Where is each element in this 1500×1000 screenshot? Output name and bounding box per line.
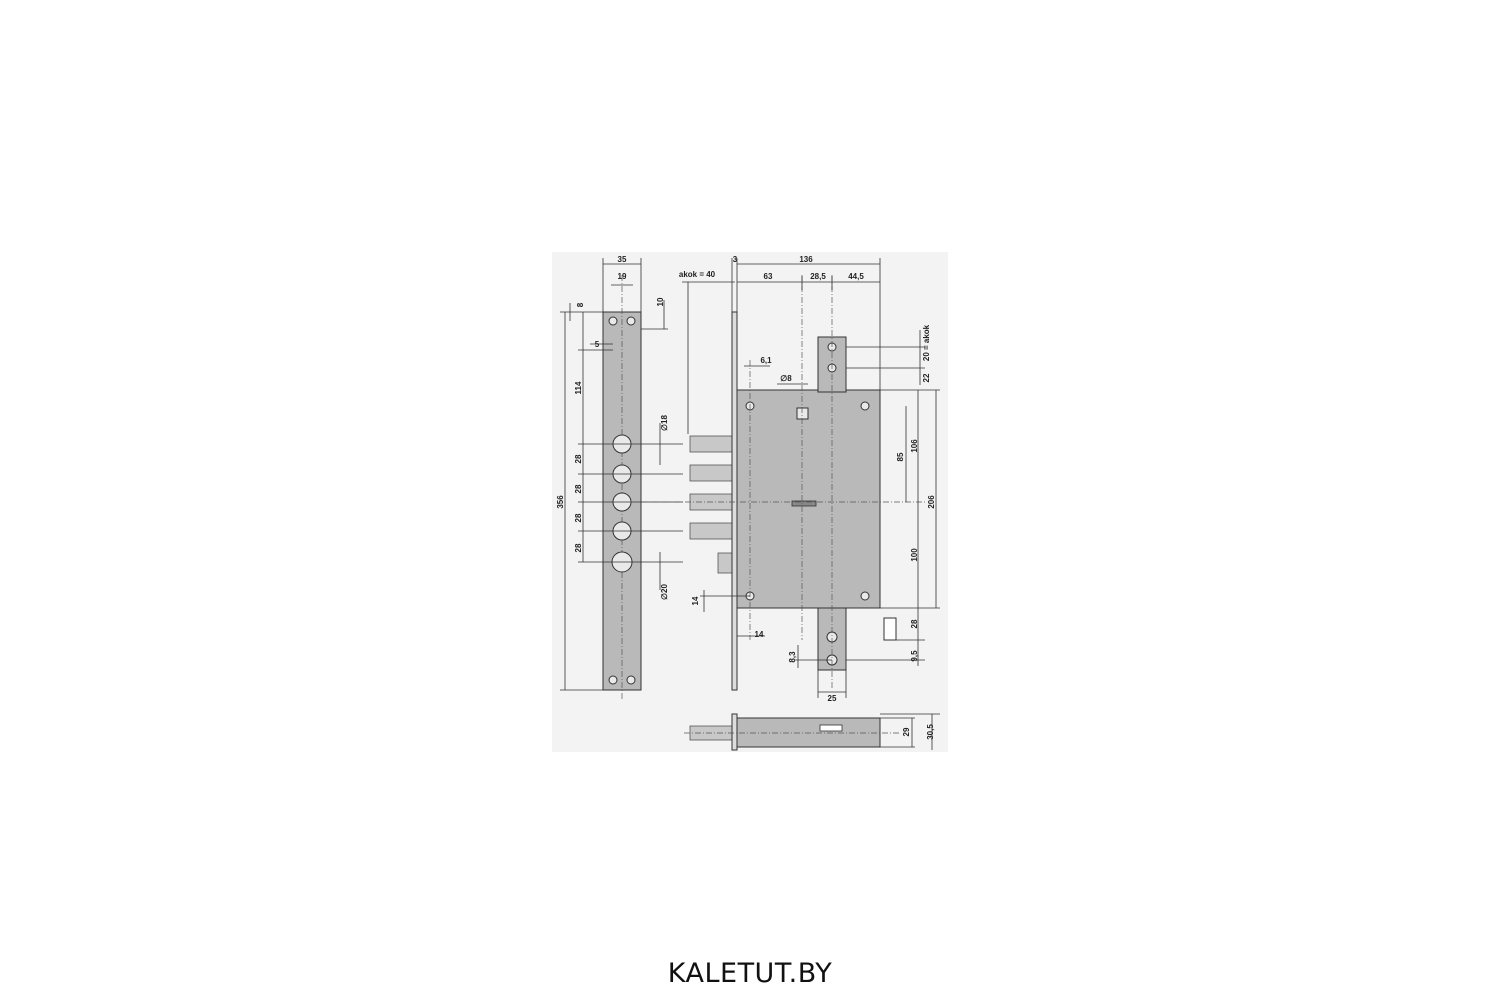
dim-case-right: 44,5	[848, 272, 864, 281]
lock-case	[736, 389, 881, 609]
screw-hole-top-left	[608, 316, 618, 326]
case-screw-top-right	[860, 401, 870, 411]
screw-hole-top-right	[626, 316, 636, 326]
dim-case-mid: 28,5	[810, 272, 826, 281]
lock-case-view	[630, 258, 940, 698]
dim-bolt-pitch-3: 28	[574, 513, 583, 522]
dim-top-strap-gap: 22	[922, 373, 931, 382]
dim-bolt-pitch-4: 28	[574, 543, 583, 552]
dim-spindle-offset: 6,1	[760, 356, 772, 365]
side-case	[736, 717, 881, 748]
dim-hole-offset-right: 10	[656, 297, 665, 306]
dim-strap-hole-dia: 8,3	[788, 651, 797, 663]
dim-side-29: 29	[902, 727, 911, 736]
dim-lower-left-14a: 14	[691, 596, 700, 605]
screw-hole-bottom-left	[608, 675, 618, 685]
faceplate-view	[560, 258, 683, 700]
side-slot	[819, 724, 843, 732]
screw-hole-bottom-right	[626, 675, 636, 685]
bolt-2	[689, 464, 733, 482]
bolt-1	[689, 435, 733, 453]
case-screw-bottom-right	[860, 591, 870, 601]
site-watermark: KALETUT.BY	[667, 958, 833, 989]
dim-lower-left-14b: 14	[755, 630, 764, 639]
keyhole-slot	[791, 500, 817, 507]
dim-faceplate-width: 35	[618, 255, 627, 264]
bolt-group	[682, 281, 735, 574]
side-plate	[731, 713, 738, 751]
dim-backset: akok = 40	[679, 270, 716, 279]
dim-case-left: 63	[764, 272, 773, 281]
front-plate	[731, 311, 738, 691]
dim-case-lower: 100	[910, 548, 919, 562]
dim-bolt-diameter: ∅18	[660, 415, 669, 431]
dim-bolt-pitch-1: 28	[574, 454, 583, 463]
dim-faceplate-half: 19	[618, 272, 627, 281]
dim-strap-width: 25	[828, 694, 837, 703]
bolt-4	[689, 522, 733, 540]
dim-case-upper: 106	[910, 439, 919, 453]
dim-case-spindle: 85	[896, 452, 905, 461]
dim-hole-side: 5	[595, 340, 600, 349]
spindle-square	[796, 407, 809, 420]
dim-hole-top: 8	[576, 302, 585, 307]
dim-cylinder-diameter: ∅20	[660, 584, 669, 600]
dimension-labels: 35 19 8 10 5 114 28 28 28 28 356 ∅18 ∅20…	[556, 255, 936, 740]
dim-bottom-95: 9,5	[910, 650, 919, 662]
dim-spindle-diameter: ∅8	[780, 374, 792, 383]
dim-total-height: 356	[556, 495, 565, 509]
dim-case-height: 206	[927, 495, 936, 509]
dim-bottom-28: 28	[910, 619, 919, 628]
dim-side-305: 30,5	[926, 724, 935, 740]
dim-top-strap: 20 = akok	[922, 324, 931, 361]
latch	[717, 552, 733, 574]
dim-bolt-pitch-2: 28	[574, 484, 583, 493]
dim-plate-thickness: 3	[733, 255, 738, 264]
dim-case-width: 136	[799, 255, 813, 264]
side-view	[684, 713, 940, 751]
dim-upper-span: 114	[574, 381, 583, 394]
strike-block	[883, 617, 897, 641]
